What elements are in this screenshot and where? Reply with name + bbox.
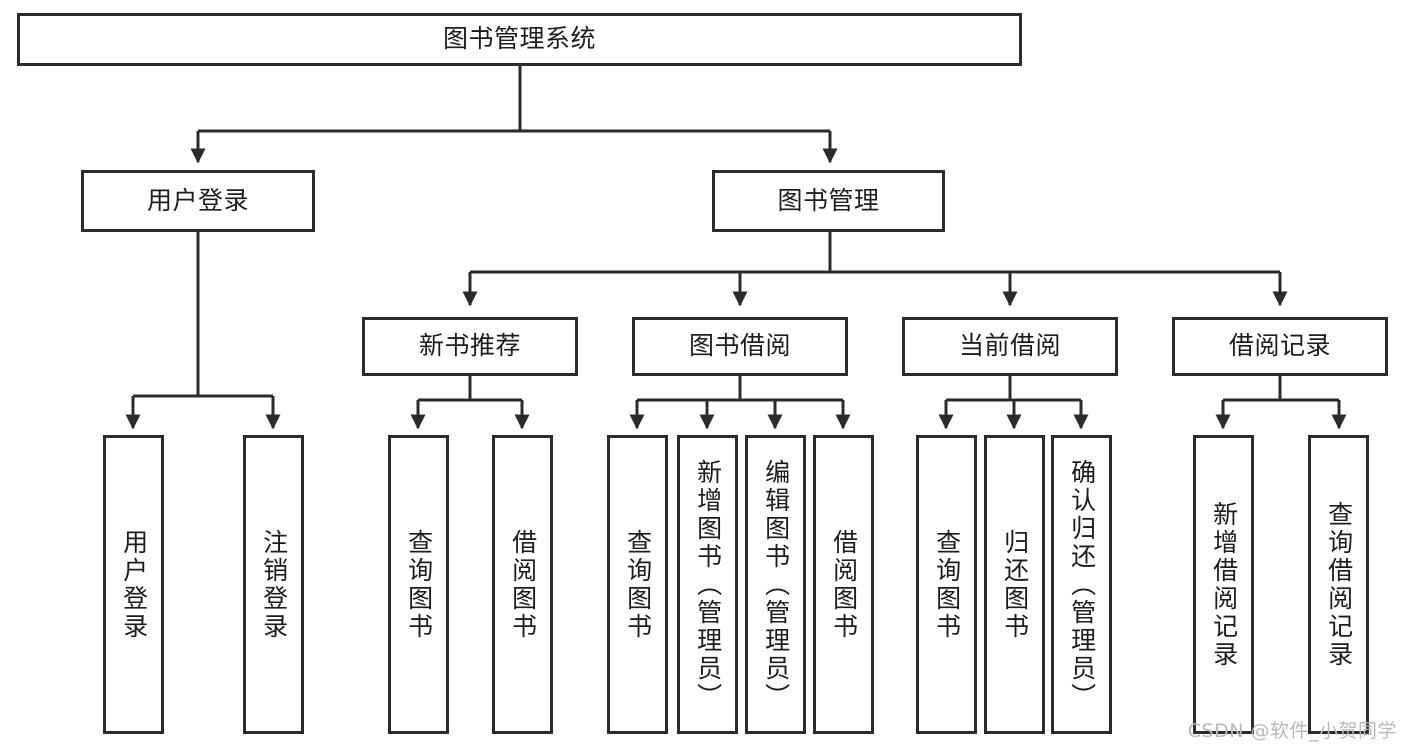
node-label: 图书借阅	[688, 331, 791, 361]
node-book-manage[interactable]: 图书管理	[712, 170, 945, 232]
leaf-query-book-3[interactable]: 查询图书	[916, 435, 977, 734]
leaf-add-book[interactable]: 新增图书（管理员）	[677, 435, 738, 734]
node-label: 图书管理系统	[442, 24, 596, 54]
node-label: 借阅图书	[508, 528, 538, 641]
node-user-login[interactable]: 用户登录	[81, 170, 315, 232]
node-current-borrow[interactable]: 当前借阅	[902, 317, 1118, 376]
leaf-user-logout[interactable]: 注销登录	[243, 435, 304, 734]
node-book-borrow[interactable]: 图书借阅	[632, 317, 848, 376]
leaf-borrow-book-2[interactable]: 借阅图书	[813, 435, 874, 734]
node-root-book-management-system[interactable]: 图书管理系统	[17, 13, 1022, 66]
node-label: 借阅图书	[829, 528, 859, 641]
node-label: 新增借阅记录	[1209, 500, 1239, 669]
leaf-user-login[interactable]: 用户登录	[103, 435, 164, 734]
node-label: 查询图书	[404, 528, 434, 641]
node-label: 用户登录	[146, 185, 249, 215]
leaf-query-book-2[interactable]: 查询图书	[607, 435, 668, 734]
node-label: 借阅记录	[1228, 331, 1331, 361]
node-label: 查询借阅记录	[1324, 500, 1354, 669]
csdn-watermark: CSDN @软件_小贺同学	[1187, 720, 1397, 742]
node-label: 确认归还（管理员）	[1067, 458, 1097, 711]
node-borrow-record[interactable]: 借阅记录	[1172, 317, 1388, 376]
node-label: 当前借阅	[958, 331, 1061, 361]
leaf-edit-book[interactable]: 编辑图书（管理员）	[745, 435, 806, 734]
leaf-confirm-return[interactable]: 确认归还（管理员）	[1051, 435, 1112, 734]
leaf-borrow-book-1[interactable]: 借阅图书	[492, 435, 553, 734]
node-label: 图书管理	[777, 185, 880, 215]
leaf-query-book-1[interactable]: 查询图书	[388, 435, 449, 734]
node-label: 新书推荐	[418, 331, 521, 361]
node-label: 编辑图书（管理员）	[761, 458, 791, 711]
node-label: 查询图书	[623, 528, 653, 641]
node-label: 查询图书	[932, 528, 962, 641]
leaf-add-record[interactable]: 新增借阅记录	[1193, 435, 1254, 734]
node-label: 用户登录	[119, 528, 149, 641]
node-label: 归还图书	[1000, 528, 1030, 641]
leaf-return-book[interactable]: 归还图书	[984, 435, 1045, 734]
node-new-book-recommend[interactable]: 新书推荐	[362, 317, 578, 376]
node-label: 注销登录	[259, 528, 289, 641]
leaf-query-record[interactable]: 查询借阅记录	[1308, 435, 1369, 734]
node-label: 新增图书（管理员）	[693, 458, 723, 711]
